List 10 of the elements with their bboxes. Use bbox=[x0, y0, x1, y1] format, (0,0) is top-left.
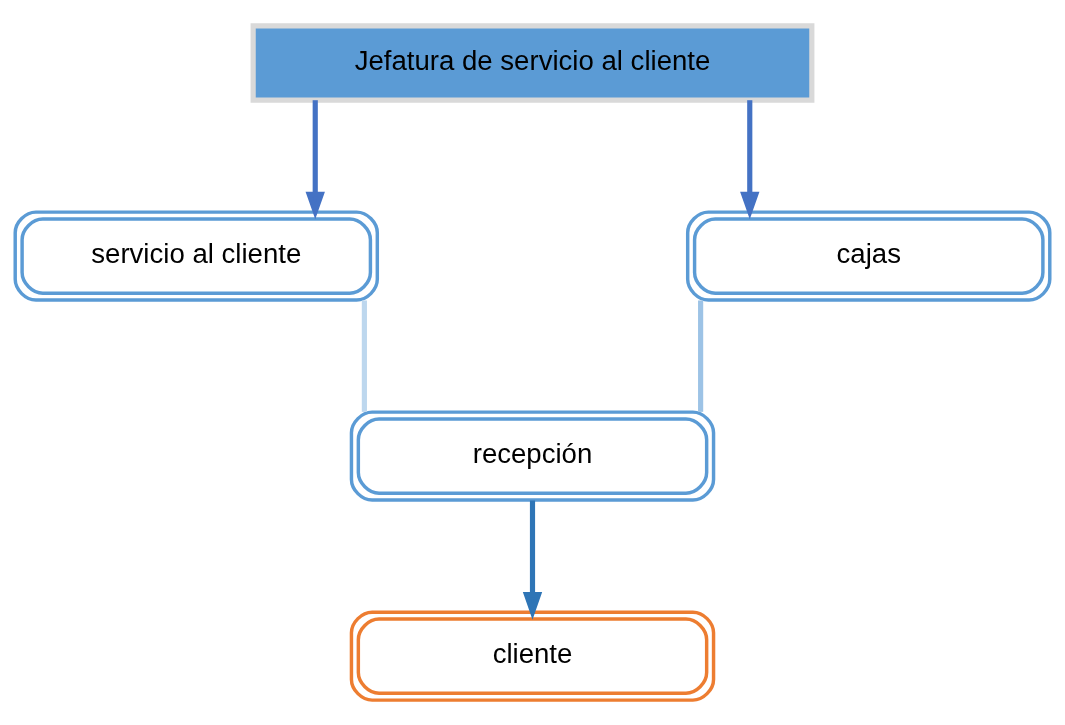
node-box: servicio al cliente bbox=[13, 209, 380, 302]
arrow bbox=[522, 500, 543, 620]
connector bbox=[698, 300, 704, 412]
node-box: cajas bbox=[685, 209, 1052, 302]
arrow bbox=[305, 99, 325, 219]
node-box: recepción bbox=[349, 409, 716, 502]
connector bbox=[361, 300, 367, 412]
node-box: Jefatura de servicio al cliente bbox=[250, 22, 815, 103]
node-box: cliente bbox=[349, 609, 716, 702]
arrow bbox=[740, 99, 760, 219]
